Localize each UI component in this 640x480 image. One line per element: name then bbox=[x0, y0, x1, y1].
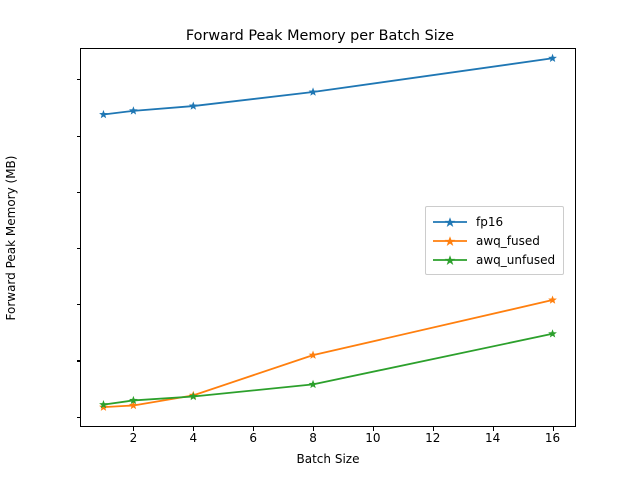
data-point-marker bbox=[129, 395, 138, 405]
x-tick-mark bbox=[492, 427, 494, 431]
legend-label-awq-fused: awq_fused bbox=[476, 233, 540, 248]
legend-label-fp16: fp16 bbox=[476, 214, 504, 229]
y-tick-mark bbox=[76, 416, 80, 418]
data-point-marker bbox=[188, 391, 198, 401]
data-point-marker bbox=[308, 379, 318, 389]
y-tick-mark bbox=[76, 79, 80, 81]
series-line-awq_unfused bbox=[103, 332, 553, 406]
x-tick-mark bbox=[372, 427, 374, 431]
data-point-marker bbox=[129, 106, 138, 115]
y-tick-mark bbox=[76, 191, 80, 193]
legend-swatch-awq-fused bbox=[433, 235, 467, 246]
x-tick-label: 6 bbox=[249, 431, 257, 445]
x-axis-label: Batch Size bbox=[296, 452, 360, 466]
series-fp16 bbox=[99, 53, 557, 119]
series-line-awq_fused bbox=[103, 299, 553, 409]
y-tick-mark bbox=[76, 360, 80, 362]
data-point-marker bbox=[308, 350, 318, 359]
x-tick-label: 4 bbox=[189, 431, 198, 445]
series-awq_fused bbox=[99, 295, 557, 411]
y-tick-mark bbox=[76, 304, 80, 306]
data-point-marker bbox=[99, 400, 108, 409]
legend-label-awq-unfused: awq_unfused bbox=[476, 252, 556, 267]
data-point-marker bbox=[99, 109, 108, 119]
legend-swatch-fp16 bbox=[433, 216, 467, 227]
x-tick-mark bbox=[552, 427, 554, 431]
legend-item-fp16[interactable]: fp16 bbox=[432, 212, 555, 231]
legend-swatch-awq-unfused bbox=[433, 254, 467, 265]
x-tick-label: 10 bbox=[365, 431, 381, 445]
x-tick-label: 2 bbox=[129, 431, 138, 445]
plot-area bbox=[80, 48, 576, 427]
x-tick-label: 14 bbox=[485, 431, 501, 445]
x-tick-mark bbox=[313, 427, 315, 431]
y-axis-label-container: Forward Peak Memory (MB) bbox=[0, 48, 22, 427]
legend-item-awq-fused[interactable]: awq_fused bbox=[432, 231, 555, 250]
x-tick-label: 12 bbox=[425, 431, 441, 445]
x-tick-label: 16 bbox=[544, 431, 561, 445]
data-point-marker bbox=[129, 400, 138, 410]
series-line-fp16 bbox=[103, 57, 553, 116]
data-point-marker bbox=[548, 53, 557, 62]
x-tick-mark bbox=[133, 427, 135, 431]
y-tick-mark bbox=[76, 248, 80, 250]
x-tick-label: 8 bbox=[309, 431, 317, 445]
data-point-marker bbox=[548, 295, 557, 304]
legend-item-awq-unfused[interactable]: awq_unfused bbox=[432, 250, 555, 269]
y-tick-mark bbox=[76, 135, 80, 137]
data-point-marker bbox=[188, 101, 198, 110]
data-point-marker bbox=[308, 87, 318, 96]
series-awq_unfused bbox=[99, 329, 557, 409]
x-tick-mark bbox=[253, 427, 255, 431]
y-axis-label: Forward Peak Memory (MB) bbox=[4, 155, 18, 320]
legend: fp16 awq_fused awq_unfused bbox=[425, 206, 565, 275]
data-point-marker bbox=[548, 329, 557, 338]
x-tick-mark bbox=[432, 427, 434, 431]
data-point-marker bbox=[99, 402, 108, 411]
series-lines bbox=[99, 53, 557, 411]
x-tick-mark bbox=[193, 427, 195, 431]
chart-title: Forward Peak Memory per Batch Size bbox=[185, 28, 455, 44]
